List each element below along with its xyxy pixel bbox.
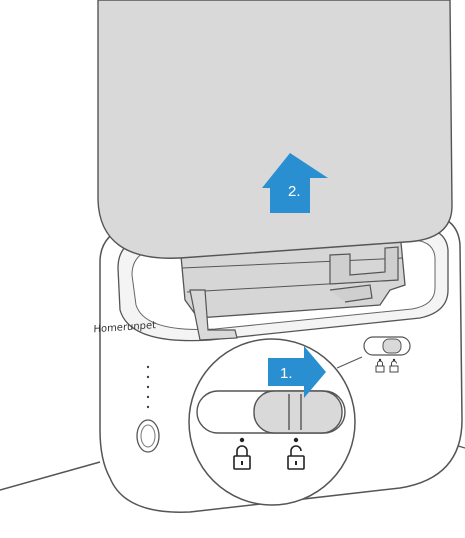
lock-slider-zoomed[interactable] (196, 390, 346, 434)
inner-latch (329, 246, 399, 285)
lock-icon-locked (233, 445, 251, 470)
step-1-arrow (268, 346, 326, 398)
indicator-lights (146, 365, 150, 409)
lock-dot-unlocked (293, 437, 299, 443)
lock-icon-small-unlocked (389, 360, 399, 373)
lock-dot-locked (239, 437, 245, 443)
power-button-inner (140, 424, 156, 448)
lock-icon-unlocked (287, 445, 305, 470)
food-container (97, 0, 453, 259)
brand-logo: Homerunpet (93, 320, 156, 335)
floor-line (0, 461, 101, 491)
lock-icon-small-locked (375, 360, 385, 373)
inner-clip (189, 289, 238, 341)
power-button[interactable] (136, 419, 160, 453)
inner-hook (329, 284, 373, 303)
lock-slider-small[interactable] (363, 336, 411, 362)
zoom-leader-line (336, 356, 363, 369)
step-2-arrow (262, 153, 328, 213)
step-2-label: 2. (288, 183, 301, 200)
step-1-label: 1. (280, 365, 293, 382)
